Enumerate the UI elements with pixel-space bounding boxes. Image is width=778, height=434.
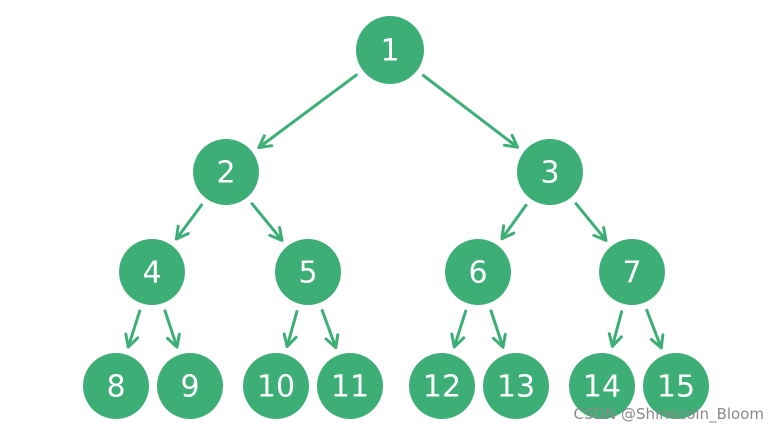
edge-line bbox=[174, 203, 204, 241]
edge-1-3 bbox=[421, 74, 519, 149]
edge-line bbox=[126, 309, 142, 349]
edge-line bbox=[645, 308, 663, 350]
node-label: 10 bbox=[257, 370, 295, 405]
edge-line bbox=[320, 309, 338, 349]
edge-line bbox=[500, 203, 528, 241]
node-circle bbox=[409, 353, 475, 419]
edge-4-8 bbox=[124, 309, 142, 349]
edge-7-15 bbox=[645, 308, 665, 350]
node-label: 1 bbox=[380, 34, 399, 69]
edge-line bbox=[285, 310, 299, 348]
node-circle bbox=[599, 239, 665, 305]
edge-3-7 bbox=[574, 202, 608, 242]
arrow-head-icon bbox=[503, 133, 519, 149]
edge-5-11 bbox=[320, 309, 340, 349]
tree-node-2: 2 bbox=[193, 139, 259, 205]
node-circle bbox=[83, 353, 149, 419]
edge-2-4 bbox=[174, 203, 204, 241]
arrow-head-icon bbox=[592, 226, 608, 242]
arrow-head-icon bbox=[607, 332, 623, 348]
node-label: 4 bbox=[142, 256, 161, 291]
tree-edges bbox=[124, 73, 665, 350]
node-circle bbox=[356, 16, 424, 84]
watermark-text: CSDN @Shinecoln_Bloom bbox=[573, 405, 765, 423]
node-label: 7 bbox=[622, 256, 641, 291]
arrow-head-icon bbox=[174, 224, 190, 241]
arrow-head-icon bbox=[282, 332, 298, 348]
tree-node-10: 10 bbox=[243, 353, 309, 419]
node-label: 9 bbox=[180, 370, 199, 405]
node-label: 12 bbox=[423, 370, 461, 405]
node-circle bbox=[517, 139, 583, 205]
edge-line bbox=[250, 202, 284, 242]
edge-line bbox=[257, 73, 358, 149]
edge-line bbox=[489, 309, 505, 349]
arrow-head-icon bbox=[649, 333, 665, 350]
arrow-head-icon bbox=[324, 333, 340, 349]
tree-node-1: 1 bbox=[356, 16, 424, 84]
edge-5-10 bbox=[282, 310, 299, 348]
arrow-head-icon bbox=[257, 134, 274, 149]
arrow-head-icon bbox=[492, 332, 507, 349]
edge-6-12 bbox=[450, 309, 468, 349]
arrow-head-icon bbox=[268, 226, 284, 242]
edge-6-13 bbox=[489, 309, 507, 349]
node-circle bbox=[445, 239, 511, 305]
edge-line bbox=[610, 310, 624, 348]
tree-node-12: 12 bbox=[409, 353, 475, 419]
tree-node-13: 13 bbox=[483, 353, 549, 419]
tree-node-14: 14 bbox=[569, 353, 635, 419]
node-label: 8 bbox=[106, 370, 125, 405]
arrow-head-icon bbox=[124, 332, 140, 349]
node-label: 11 bbox=[331, 370, 369, 405]
node-label: 2 bbox=[216, 156, 235, 191]
edge-4-9 bbox=[163, 309, 181, 349]
arrow-head-icon bbox=[450, 332, 466, 349]
edge-line bbox=[421, 74, 519, 149]
node-circle bbox=[119, 239, 185, 305]
node-circle bbox=[643, 353, 709, 419]
edge-2-5 bbox=[250, 202, 284, 242]
edge-line bbox=[574, 202, 608, 242]
tree-node-7: 7 bbox=[599, 239, 665, 305]
tree-node-3: 3 bbox=[517, 139, 583, 205]
node-circle bbox=[275, 239, 341, 305]
node-label: 5 bbox=[298, 256, 317, 291]
node-label: 3 bbox=[540, 156, 559, 191]
edge-7-14 bbox=[607, 310, 624, 348]
tree-node-11: 11 bbox=[317, 353, 383, 419]
arrow-head-icon bbox=[500, 224, 516, 241]
tree-node-5: 5 bbox=[275, 239, 341, 305]
edge-1-2 bbox=[257, 73, 358, 149]
node-label: 14 bbox=[583, 370, 621, 405]
tree-node-8: 8 bbox=[83, 353, 149, 419]
node-label: 15 bbox=[657, 370, 695, 405]
node-circle bbox=[157, 353, 223, 419]
node-circle bbox=[569, 353, 635, 419]
tree-node-9: 9 bbox=[157, 353, 223, 419]
arrow-head-icon bbox=[166, 332, 181, 349]
node-circle bbox=[317, 353, 383, 419]
edge-line bbox=[452, 309, 468, 349]
tree-node-6: 6 bbox=[445, 239, 511, 305]
tree-node-15: 15 bbox=[643, 353, 709, 419]
edge-3-6 bbox=[500, 203, 528, 241]
node-label: 6 bbox=[468, 256, 487, 291]
node-circle bbox=[483, 353, 549, 419]
node-circle bbox=[193, 139, 259, 205]
node-circle bbox=[243, 353, 309, 419]
node-label: 13 bbox=[497, 370, 535, 405]
edge-line bbox=[163, 309, 179, 349]
tree-node-4: 4 bbox=[119, 239, 185, 305]
